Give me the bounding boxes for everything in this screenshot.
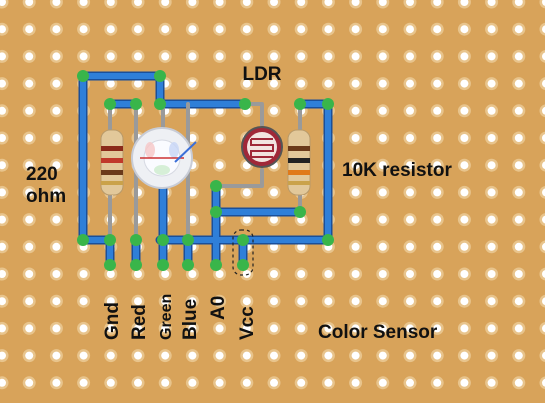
resistor-220-icon: [100, 129, 124, 196]
title-label: Color Sensor: [318, 322, 438, 343]
ldr-label: LDR: [242, 64, 281, 85]
pin-labels: Gnd Red Green Blue A0 Vcc: [102, 294, 258, 340]
vcc-highlight: [232, 229, 254, 276]
r10k-label: 10K resistor: [342, 160, 452, 181]
r220-label-line2: ohm: [26, 186, 66, 207]
ldr-photoresistor-icon: [241, 126, 283, 168]
rgb-led-icon: [131, 127, 197, 189]
solder-pads: [77, 70, 334, 271]
pin-label-green: Green: [158, 294, 175, 340]
pin-label-vcc: Vcc: [237, 306, 258, 340]
r220-label-line1: 220: [26, 164, 58, 185]
pin-label-blue: Blue: [180, 299, 201, 340]
resistor-10k-icon: [287, 129, 311, 196]
pin-label-red: Red: [129, 304, 150, 340]
pin-label-a0: A0: [208, 296, 229, 320]
pin-label-gnd: Gnd: [102, 302, 123, 340]
